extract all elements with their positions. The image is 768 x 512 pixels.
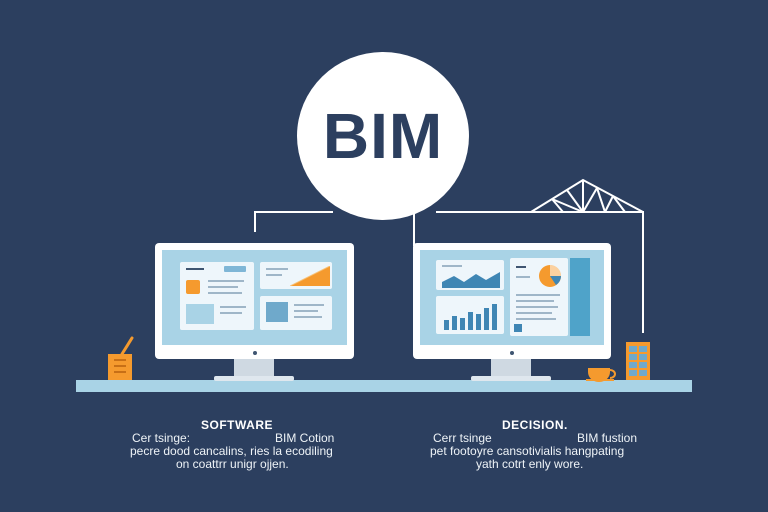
monitor-left	[155, 243, 354, 359]
monitor-right	[413, 243, 611, 359]
bim-title: BIM	[322, 100, 444, 172]
monitor-left-base	[214, 376, 294, 381]
software-line-2: BIM Cotion	[275, 431, 335, 445]
roof-truss-icon	[530, 178, 644, 213]
coffee-cup-icon	[586, 368, 616, 382]
decision-line-2: BIM fustion	[577, 431, 638, 445]
monitor-left-stand	[234, 359, 274, 377]
bim-badge: BIM	[297, 52, 469, 220]
desk-surface	[76, 380, 692, 392]
monitor-left-screen	[162, 250, 347, 345]
chart-card-left	[260, 262, 332, 289]
connector-line-left	[254, 211, 333, 232]
area-chart-card	[436, 260, 504, 290]
monitor-right-dot	[510, 351, 514, 355]
bar-chart-card	[436, 296, 504, 334]
decision-line-1: Cerr tsinge	[433, 431, 492, 445]
list-card-left	[260, 296, 332, 330]
monitor-left-dot	[252, 351, 257, 355]
monitor-right-stand	[491, 359, 531, 377]
pie-report-card	[510, 258, 568, 336]
software-line-4: on coattrr unigr ojjen.	[176, 457, 289, 471]
decision-line-3: pet footoyre cansotivialis hangpating	[430, 444, 625, 458]
dashboard-card-left	[180, 262, 254, 330]
decision-title: DECISION.	[502, 418, 568, 432]
decision-line-4: yath cotrt enly wore.	[476, 457, 584, 471]
side-panel	[570, 258, 590, 336]
software-line-1: Cer tsinge:	[132, 431, 191, 445]
pie-chart	[539, 265, 561, 287]
software-line-3: pecre dood cancalins, ries la ecodiling	[130, 444, 333, 458]
orange-icon	[186, 280, 200, 294]
monitor-right-base	[471, 376, 551, 381]
monitor-right-screen	[420, 250, 604, 345]
building-icon	[626, 342, 650, 380]
software-title: SOFTWARE	[201, 418, 273, 432]
pencil-cup-icon	[108, 336, 134, 380]
